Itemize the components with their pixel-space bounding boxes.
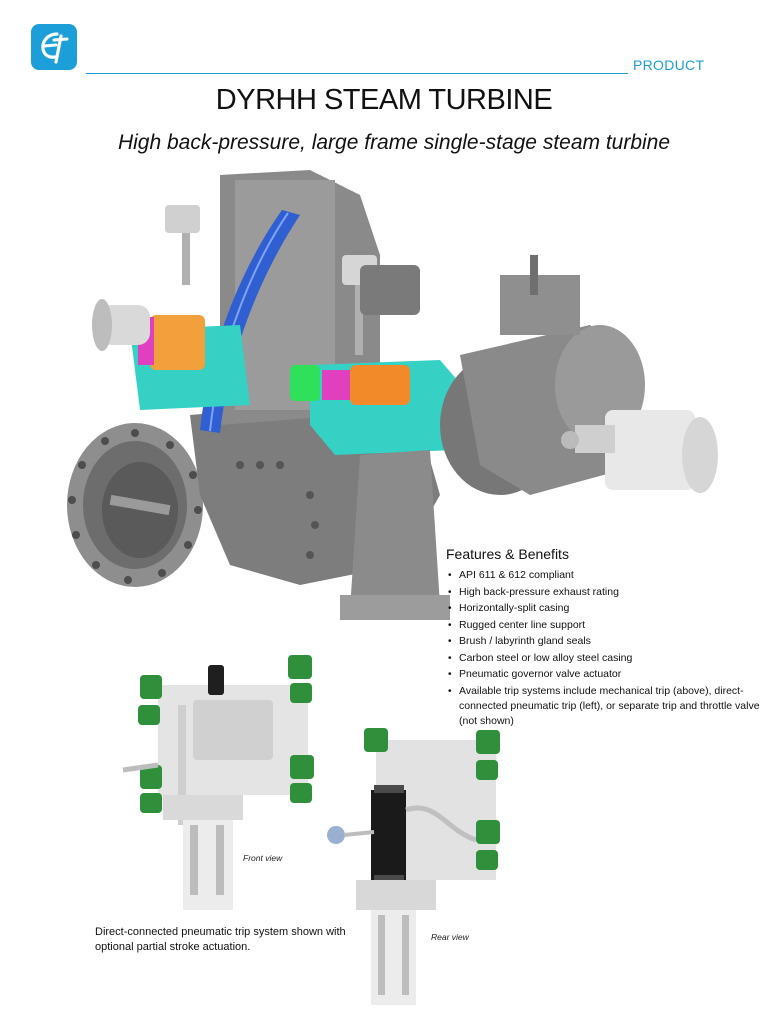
section-label: PRODUCT [633,57,705,73]
feature-item: API 611 & 612 compliant [446,568,766,583]
page-subtitle: High back-pressure, large frame single-s… [117,131,671,154]
features-list: API 611 & 612 compliant High back-pressu… [446,568,766,729]
front-view-caption: Front view [243,853,283,863]
header-rule [86,73,628,74]
feature-item: Pneumatic governor valve actuator [446,667,766,682]
trip-system-description: Direct-connected pneumatic trip system s… [95,926,346,953]
feature-item: Brush / labyrinth gland seals [446,634,766,649]
features-heading: Features & Benefits [446,546,569,562]
feature-item: Carbon steel or low alloy steel casing [446,651,766,666]
feature-item: High back-pressure exhaust rating [446,585,766,600]
page-title: DYRHH STEAM TURBINE [215,84,553,116]
et-logo-icon [41,32,69,64]
rear-view-caption: Rear view [431,932,469,942]
features-section: Features & Benefits API 611 & 612 compli… [446,546,766,730]
feature-item: Available trip systems include mechanica… [446,684,766,729]
turbine-illustration [67,170,718,620]
feature-item: Rugged center line support [446,618,766,633]
company-logo [31,24,77,70]
trip-system-front-illustration [122,655,314,910]
feature-item: Horizontally-split casing [446,601,766,616]
trip-system-rear-illustration [327,728,500,1005]
